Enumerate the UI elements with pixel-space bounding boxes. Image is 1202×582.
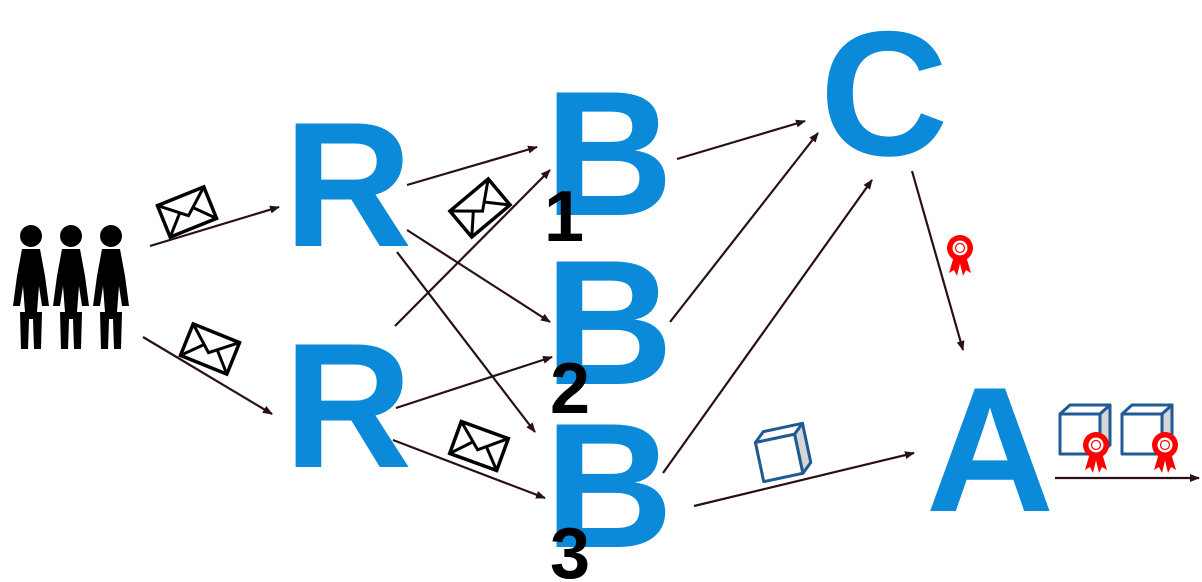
arrow-r-top-to-b2 [406, 229, 551, 323]
envelope-icon [448, 177, 512, 239]
node-b2: B [545, 223, 674, 422]
arrow-b1-to-c [676, 119, 806, 161]
node-a: A [926, 350, 1055, 549]
node-b2-subscript: 2 [550, 349, 590, 429]
arrow-b2-to-c [669, 132, 819, 323]
award-seal-icon [946, 234, 974, 277]
box-icon [752, 421, 815, 484]
node-c: C [820, 0, 949, 193]
node-r-top: R [284, 85, 413, 284]
award-seal-icon [1082, 431, 1110, 474]
node-b3-subscript: 3 [550, 514, 590, 582]
node-b3: B [545, 386, 674, 582]
arrow-group-to-r-top [149, 205, 280, 248]
arrow-r-top-to-b3 [396, 251, 536, 433]
arrow-r-top-to-b1 [406, 145, 538, 187]
arrow-r-bottom-to-b3 [392, 438, 546, 500]
node-b1: B [545, 54, 674, 253]
arrow-group-to-r-bottom [142, 336, 273, 415]
people-group-icon [13, 225, 129, 349]
arrows [142, 119, 1200, 508]
arrow-c-to-a [910, 170, 965, 351]
arrow-r-bottom-to-b2 [395, 355, 553, 410]
envelope-icon [447, 419, 511, 473]
award-seal-icon [1151, 431, 1179, 474]
envelope-icon [178, 322, 242, 376]
node-b1-subscript: 1 [544, 177, 584, 257]
node-r-bottom: R [284, 306, 413, 505]
arrow-r-bottom-to-b1 [394, 169, 551, 327]
arrow-b3-to-c [662, 179, 873, 474]
arrow-b3-to-a [693, 451, 915, 508]
